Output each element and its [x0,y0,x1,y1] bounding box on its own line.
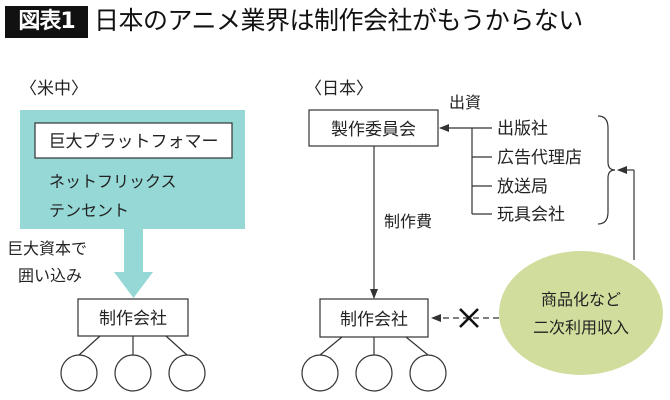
platform-box-label: 巨大プラットフォマー [49,132,219,152]
revenue-label-line1: 商品化など [541,290,621,309]
subcontractor-right-circle [409,354,447,392]
studio-box-left-label: 制作会社 [99,309,167,329]
blocked-x-icon [459,308,479,328]
investor-item: 出版社 [497,119,548,139]
subcontractor-right-circle [301,354,339,392]
subcontractor-group-left [60,335,206,392]
studio-box-right-label: 制作会社 [340,310,408,330]
platform-item-netflix: ネットフリックス [49,172,177,191]
subcontractor-right-connector [319,336,343,356]
platform-box [34,122,233,159]
investor-item: 放送局 [497,177,548,197]
subcontractor-right-circle [355,354,393,392]
committee-box [308,109,439,147]
figure-title: 日本のアニメ業界は制作会社がもうからない [94,6,583,35]
production-cost-label: 制作費 [384,212,432,231]
subcontractor-left-connector [78,335,101,356]
capital-arrow-icon [114,229,153,298]
subcontractor-left-circle [60,354,98,392]
committee-box-label: 製作委員会 [331,120,416,140]
secondary-revenue-ellipse [499,251,663,375]
platform-item-tencent: テンセント [49,201,129,220]
section-label-us-china: 〈米中〉 [20,79,88,99]
subcontractor-left-connector [165,335,188,356]
figure-number-badge: 図表1 [5,6,88,38]
subcontractor-right-connector [405,336,429,356]
revenue-label-line2: 二次利用収入 [533,318,629,337]
investor-item: 広告代理店 [497,148,582,168]
subcontractor-left-circle [114,354,152,392]
arrow-caption-line2: 囲い込み [18,266,82,285]
investor-brace [597,115,616,225]
section-label-japan: 〈日本〉 [305,79,373,99]
subcontractor-left-circle [168,354,206,392]
subcontractor-group-right [301,336,447,392]
studio-box-left [77,298,189,337]
investor-item: 玩具会社 [497,205,565,225]
investment-label: 出資 [449,93,481,112]
studio-box-right [319,298,429,338]
arrow-caption-line1: 巨大資本で [7,239,87,258]
